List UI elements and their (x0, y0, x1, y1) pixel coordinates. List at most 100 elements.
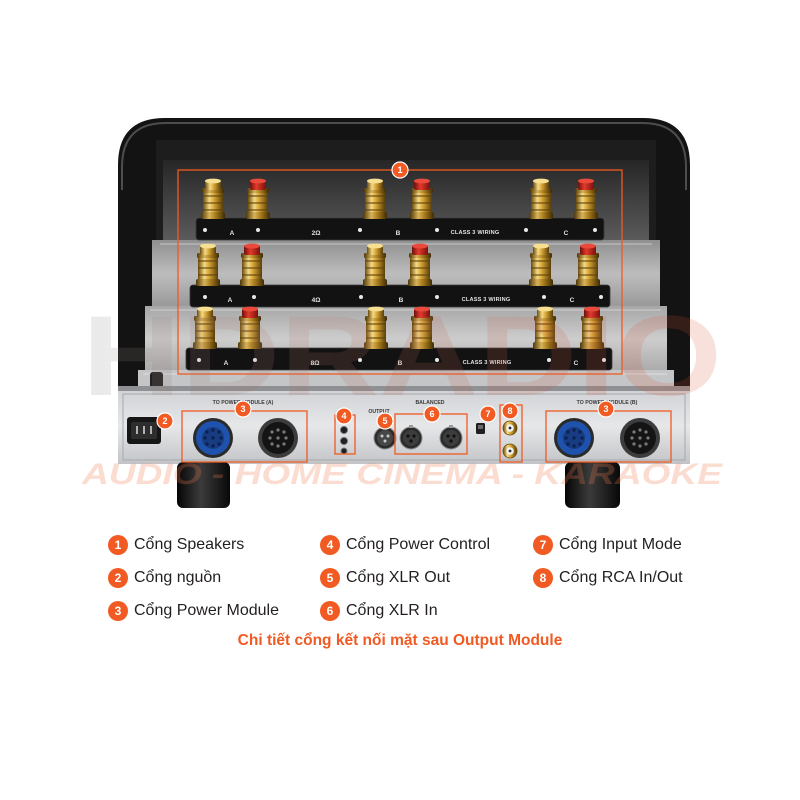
impedance-label: 4Ω (312, 297, 321, 304)
binding-post-red (238, 306, 262, 349)
xlr-input-connector-1 (399, 425, 423, 450)
legend-label: Cổng Power Module (134, 602, 279, 619)
foot-right (565, 462, 620, 508)
binding-post-gold (363, 178, 387, 219)
legend-label: Cổng XLR In (346, 602, 438, 619)
input-mode-switch (476, 423, 485, 434)
bar-screw (256, 228, 260, 232)
legend-number: 8 (533, 568, 553, 588)
channel-label-c: C (570, 297, 575, 304)
bar-screw (203, 295, 207, 299)
balanced-label: BALANCED (415, 400, 444, 406)
bar-screw (252, 295, 256, 299)
legend-number: 4 (320, 535, 340, 555)
bar-screw (524, 228, 528, 232)
legend-number: 3 (108, 601, 128, 621)
legend-item-rca: 8 Cổng RCA In/Out (533, 568, 683, 588)
legend-label: Cổng Speakers (134, 536, 245, 553)
bar-screw (593, 228, 597, 232)
amplifier-rear-photo: A 2Ω B CLASS 3 WIRING C A 4Ω B CLASS 3 W… (81, 118, 723, 508)
legend-label: Cổng RCA In/Out (559, 569, 683, 586)
legend-item-input-mode: 7 Cổng Input Mode (533, 535, 682, 555)
svg-text:4: 4 (341, 411, 346, 421)
wiring-label: CLASS 3 WIRING (462, 297, 511, 303)
callout-power-module-a: 3 (234, 400, 252, 418)
legend-number: 5 (320, 568, 340, 588)
legend-number: 7 (533, 535, 553, 555)
output-label: OUTPUT (368, 409, 390, 415)
svg-text:6: 6 (429, 409, 434, 419)
channel-label-b: B (398, 360, 403, 367)
legend-item-speakers: 1 Cổng Speakers (108, 535, 244, 555)
rear-panel-lip (118, 386, 690, 391)
channel-label-a: A (224, 360, 229, 367)
legend-number: 2 (108, 568, 128, 588)
binding-post-red (580, 306, 604, 349)
callout-power-control: 4 (335, 407, 353, 425)
channel-label-c: C (564, 230, 569, 237)
svg-text:3: 3 (240, 404, 245, 414)
power-control-jacks (339, 425, 349, 455)
legend-item-power: 2 Cổng nguồn (108, 568, 221, 588)
binding-post-gold (529, 178, 553, 219)
bar-screw (358, 358, 362, 362)
terminal-bar (189, 284, 611, 308)
bar-screw (599, 295, 603, 299)
bar-screw (435, 295, 439, 299)
bar-screw (203, 228, 207, 232)
binding-post-red (410, 306, 434, 349)
binding-post-red (240, 243, 264, 286)
binding-post-red (574, 178, 598, 219)
binding-post-gold (364, 306, 388, 349)
wiring-label: CLASS 3 WIRING (463, 360, 512, 366)
bar-screw (358, 228, 362, 232)
svg-text:1: 1 (397, 165, 402, 175)
svg-text:7: 7 (485, 409, 490, 419)
bar-screw (359, 295, 363, 299)
power-module-b-connector-black (620, 418, 660, 458)
watermark-tagline: AUDIO - HOME CINEMA - KARAOKE (81, 458, 723, 491)
impedance-label: 2Ω (312, 230, 321, 237)
callout-rca: 8 (501, 402, 519, 420)
caption: Chi tiết cổng kết nối mặt sau Output Mod… (237, 632, 563, 649)
rca-output-jack (502, 443, 518, 459)
callout-input-mode: 7 (479, 405, 497, 423)
speaker-row-2ohm: A 2Ω B CLASS 3 WIRING C (195, 217, 605, 241)
bar-screw (253, 358, 257, 362)
legend-label: Cổng Input Mode (559, 536, 682, 553)
svg-text:5: 5 (382, 416, 387, 426)
channel-label-b: B (399, 297, 404, 304)
xlr-input-connector-2 (439, 425, 463, 450)
legend-number: 6 (320, 601, 340, 621)
bar-screw (547, 358, 551, 362)
binding-post-gold (533, 306, 557, 349)
power-module-a-connector-blue (193, 418, 233, 458)
impedance-label: 8Ω (311, 360, 320, 367)
callout-xlr-out: 5 (376, 412, 394, 430)
binding-post-red (410, 178, 434, 219)
power-module-a-connector-black (258, 418, 298, 458)
bar-screw (542, 295, 546, 299)
svg-text:2: 2 (162, 416, 167, 426)
channel-label-b: B (396, 230, 401, 237)
legend-label: Cổng Power Control (346, 536, 491, 553)
binding-post-gold (193, 306, 217, 349)
legend-item-xlr-out: 5 Cổng XLR Out (320, 568, 450, 588)
svg-text:8: 8 (507, 406, 512, 416)
binding-post-red (576, 243, 600, 286)
bar-screw (197, 358, 201, 362)
terminal-bar (195, 217, 605, 241)
channel-label-c: C (574, 360, 579, 367)
legend-item-power-module: 3 Cổng Power Module (108, 601, 279, 621)
callout-power-module-b: 3 (597, 400, 615, 418)
watermark-brand: HDRADIO (82, 293, 722, 420)
rear-panel-inset (122, 393, 686, 461)
binding-post-gold (196, 243, 220, 286)
terminal-bar (185, 347, 613, 371)
binding-posts (193, 178, 604, 349)
bar-screw (435, 358, 439, 362)
channel-label-a: A (230, 230, 235, 237)
binding-post-gold (363, 243, 387, 286)
xlr-output-connector (373, 426, 397, 450)
bar-screw (602, 358, 606, 362)
